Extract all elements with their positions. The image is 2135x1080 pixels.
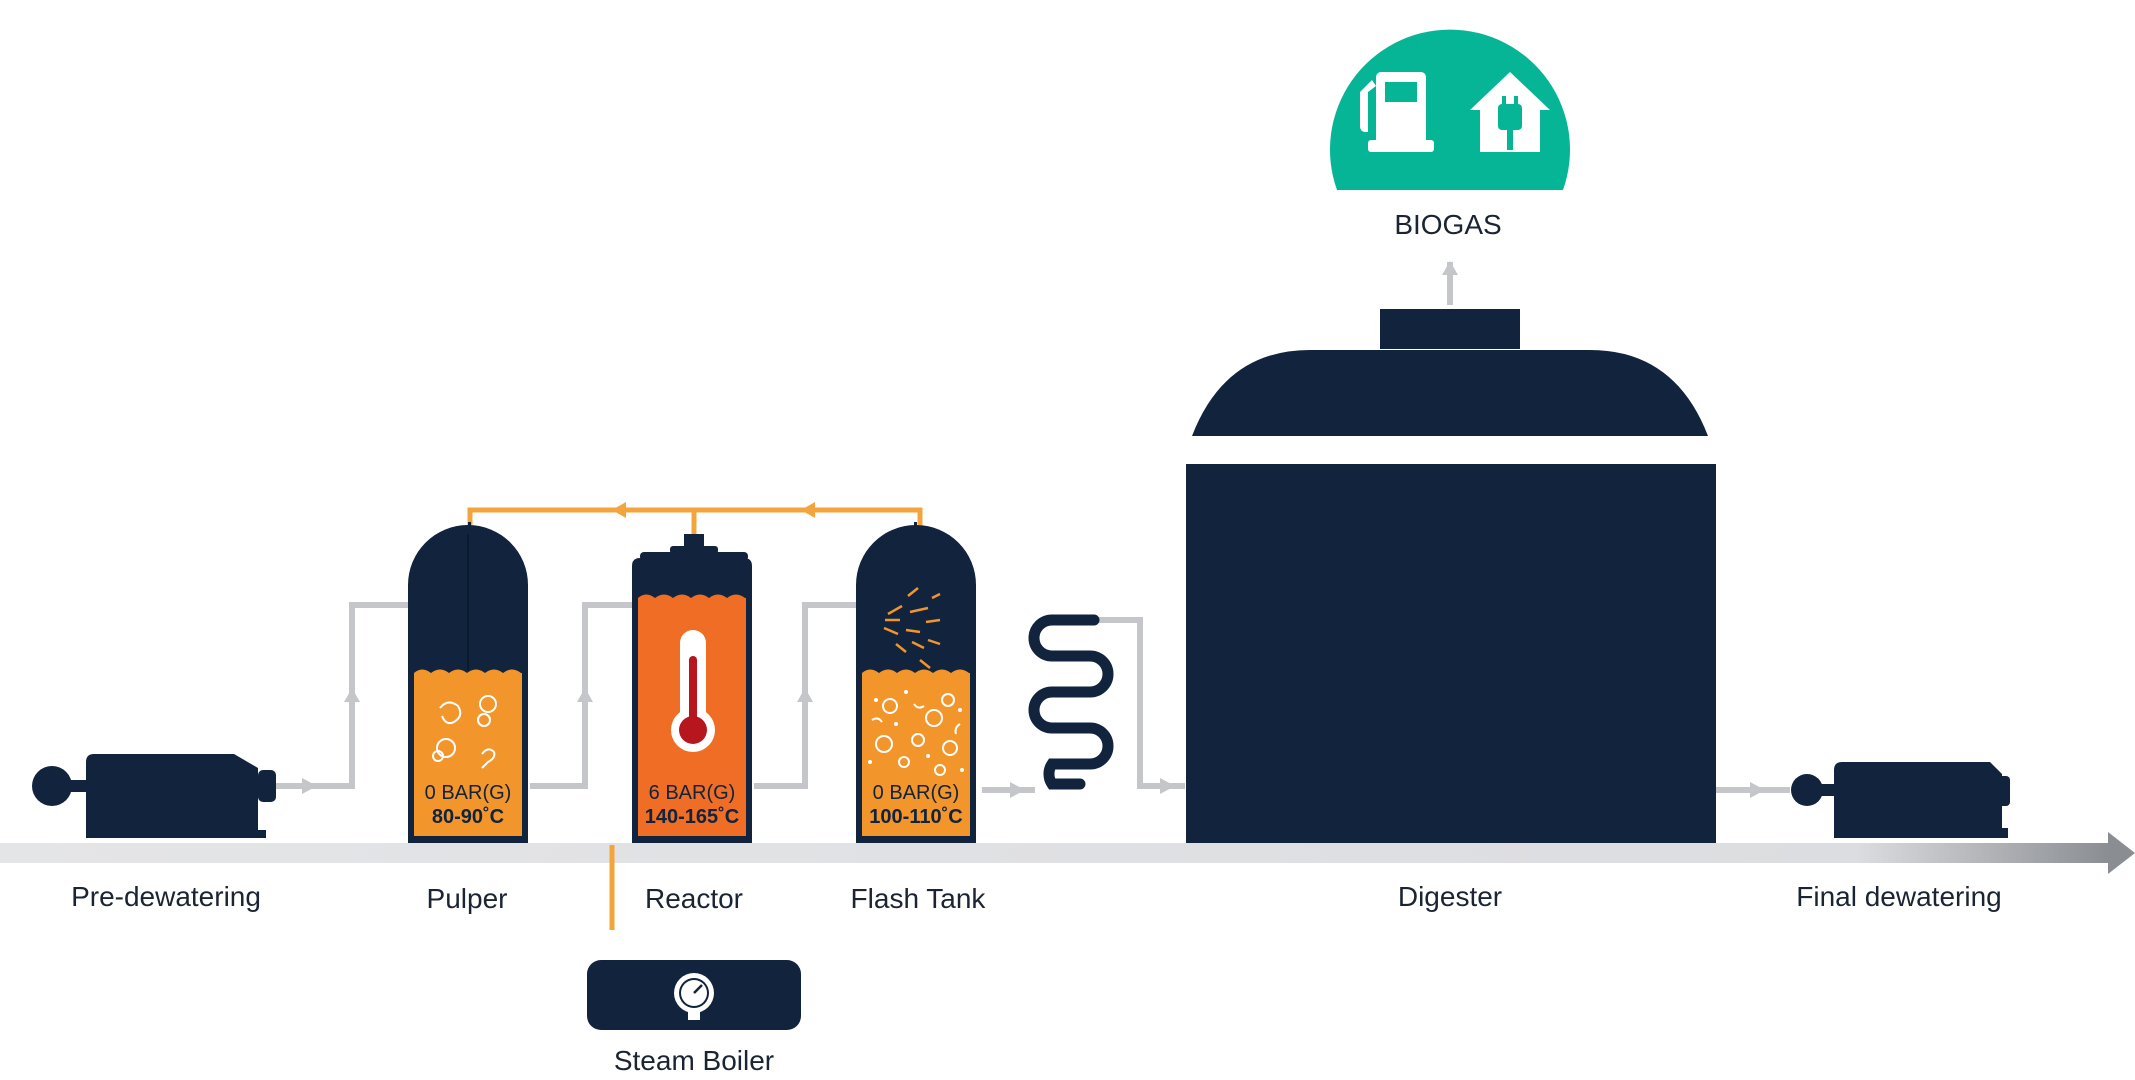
- flash-tank-pressure: 0 BAR(G): [873, 782, 960, 804]
- pulp-particles-icon: [432, 695, 497, 769]
- reactor-temperature: 140-165˚C: [645, 805, 740, 828]
- house-plug-icon: [1470, 72, 1550, 152]
- fuel-pump-icon: [1360, 72, 1434, 152]
- microbes-icon: [871, 693, 961, 776]
- flash-tank-label: Flash Tank: [851, 883, 987, 914]
- flash-tank-temperature: 100-110˚C: [869, 805, 962, 828]
- reactor-pressure: 6 BAR(G): [649, 782, 736, 804]
- pipe-flow-arrows: [302, 261, 1765, 798]
- final-dewatering-label: Final dewatering: [1796, 881, 2001, 912]
- digester-tank: [1186, 309, 1716, 843]
- steam-boiler: [587, 960, 801, 1030]
- steam-line: [467, 507, 923, 930]
- reactor-tank: 6 BAR(G) 140-165˚C: [632, 534, 752, 843]
- pulper-pressure: 0 BAR(G): [425, 782, 512, 804]
- biogas-output: [1330, 29, 1570, 190]
- final-dewatering-press: [1791, 762, 2010, 838]
- steam-boiler-label: Steam Boiler: [614, 1045, 774, 1076]
- pulper-temperature: 80-90˚C: [432, 805, 504, 828]
- pre-dewatering-press: [32, 754, 276, 838]
- thermometer-icon: [671, 630, 715, 752]
- microbe-dots: [868, 690, 964, 772]
- pressure-gauge-icon: [674, 973, 714, 1020]
- process-flow-baseline: [0, 832, 2135, 874]
- pulper-tank: 0 BAR(G) 80-90˚C: [408, 522, 528, 843]
- reactor-label: Reactor: [645, 883, 743, 914]
- heat-exchanger-coil: [1028, 614, 1114, 790]
- vapor-spray-icon: [883, 587, 941, 669]
- biogas-label: BIOGAS: [1394, 209, 1501, 240]
- pulper-label: Pulper: [427, 883, 508, 914]
- steam-flow-arrows: [612, 502, 815, 518]
- pre-dewatering-label: Pre-dewatering: [71, 881, 261, 912]
- flash-tank: 0 BAR(G) 100-110˚C: [856, 522, 976, 843]
- digester-label: Digester: [1398, 881, 1502, 912]
